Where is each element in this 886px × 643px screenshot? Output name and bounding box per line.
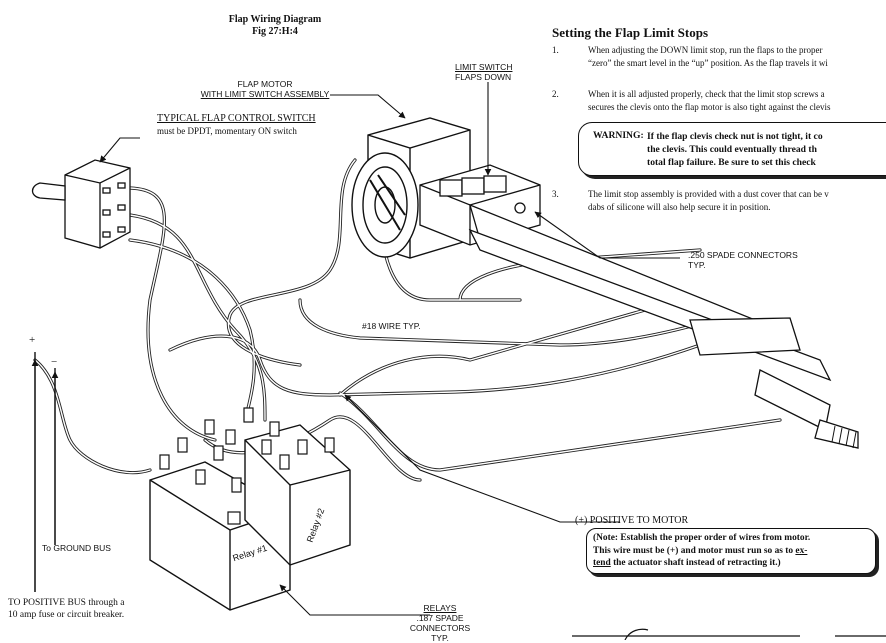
- flap-motor-label-line1: FLAP MOTOR: [237, 79, 293, 89]
- limit-switch-label-line2: FLAPS DOWN: [455, 72, 512, 82]
- warning-text: If the flap clevis check nut is not tigh…: [647, 130, 886, 169]
- note-line2-underlined: ex-: [795, 545, 808, 556]
- note-line3-text: the actuator shaft instead of retracting…: [610, 558, 781, 568]
- positive-bus-label-line1: TO POSITIVE BUS through a: [8, 598, 125, 608]
- actuator-assembly: [419, 164, 859, 449]
- relays-label-line1: RELAYS: [423, 603, 457, 613]
- step-1-line1: When adjusting the DOWN limit stop, run …: [588, 45, 823, 55]
- spade-250-label-line2: TYP.: [688, 260, 706, 270]
- step-3-line1: The limit stop assembly is provided with…: [588, 189, 829, 199]
- relay-terminals: [159, 407, 335, 525]
- spade-250-label: .250 SPADE CONNECTORS TYP.: [688, 250, 808, 270]
- step-2-number: 2.: [552, 89, 559, 99]
- relays-label-line3: TYP.: [431, 633, 449, 643]
- positive-bus-label: TO POSITIVE BUS through a 10 amp fuse or…: [8, 597, 124, 621]
- typical-switch-label-line1: TYPICAL FLAP CONTROL SWITCH: [157, 113, 316, 124]
- step-3-number: 3.: [552, 189, 559, 199]
- step-2-line2: secures the clevis onto the flap motor i…: [588, 102, 831, 112]
- note-line1: (Note: Establish the proper order of wir…: [593, 533, 811, 543]
- step-1-number: 1.: [552, 45, 559, 55]
- warning-line3: total flap failure. Be sure to set this …: [647, 157, 816, 168]
- diagram-title-block: Flap Wiring Diagram Fig 27:H:4: [215, 14, 335, 38]
- step-1-line2: “zero” the smart level in the “up” posit…: [588, 58, 828, 68]
- ground-bus-label: To GROUND BUS: [42, 543, 111, 553]
- figure-number: Fig 27:H:4: [252, 26, 298, 37]
- typical-switch-label: TYPICAL FLAP CONTROL SWITCH must be DPDT…: [157, 113, 357, 137]
- leader-lines: [31, 82, 680, 616]
- step-3-line2: dabs of silicone will also help secure i…: [588, 202, 771, 212]
- note-line3-underlined: tend: [593, 558, 611, 568]
- spade-250-label-line1: .250 SPADE CONNECTORS: [688, 250, 798, 260]
- step-2: 2. When it is all adjusted properly, che…: [552, 88, 886, 116]
- step-2-line1: When it is all adjusted properly, check …: [588, 89, 825, 99]
- limit-switch-label: LIMIT SWITCH FLAPS DOWN: [455, 62, 527, 82]
- relays-label-line2: .187 SPADE CONNECTORS: [409, 613, 471, 633]
- warning-box: WARNING: If the flap clevis check nut is…: [578, 122, 886, 176]
- step-1: 1. When adjusting the DOWN limit stop, r…: [552, 44, 886, 72]
- wire-18-label: #18 WIRE TYP.: [362, 321, 421, 331]
- note-line2-text: This wire must be (+) and motor must run…: [593, 545, 796, 556]
- limit-switch-label-line1: LIMIT SWITCH: [455, 62, 513, 72]
- note-line3: tend the actuator shaft instead of retra…: [593, 557, 869, 570]
- flap-motor-label-line2: WITH LIMIT SWITCH ASSEMBLY: [200, 89, 330, 99]
- note-box: (Note: Establish the proper order of wir…: [586, 528, 876, 574]
- warning-line2: the clevis. This could eventually thread…: [647, 144, 817, 155]
- warning-line1: If the flap clevis check nut is not tigh…: [647, 131, 823, 142]
- note-line2: This wire must be (+) and motor must run…: [593, 545, 869, 558]
- relay-2: [244, 424, 351, 566]
- step-3: 3. The limit stop assembly is provided w…: [552, 188, 886, 216]
- section-heading: Setting the Flap Limit Stops: [552, 25, 709, 40]
- bus-wires: [34, 352, 56, 592]
- page-footer-rule: [572, 628, 886, 640]
- flap-motor-label: FLAP MOTOR WITH LIMIT SWITCH ASSEMBLY: [190, 79, 340, 99]
- diagram-title: Flap Wiring Diagram: [228, 14, 322, 25]
- negative-symbol: −: [51, 356, 58, 368]
- positive-bus-label-line2: 10 amp fuse or circuit breaker.: [8, 610, 125, 620]
- flap-control-switch: [31, 159, 131, 249]
- relays-label: RELAYS .187 SPADE CONNECTORS TYP.: [395, 603, 485, 643]
- typical-switch-label-line2: must be DPDT, momentary ON switch: [157, 126, 297, 136]
- positive-symbol: +: [29, 334, 36, 346]
- positive-to-motor-label: (+) POSITIVE TO MOTOR: [575, 515, 689, 526]
- warning-label: WARNING:: [593, 130, 644, 141]
